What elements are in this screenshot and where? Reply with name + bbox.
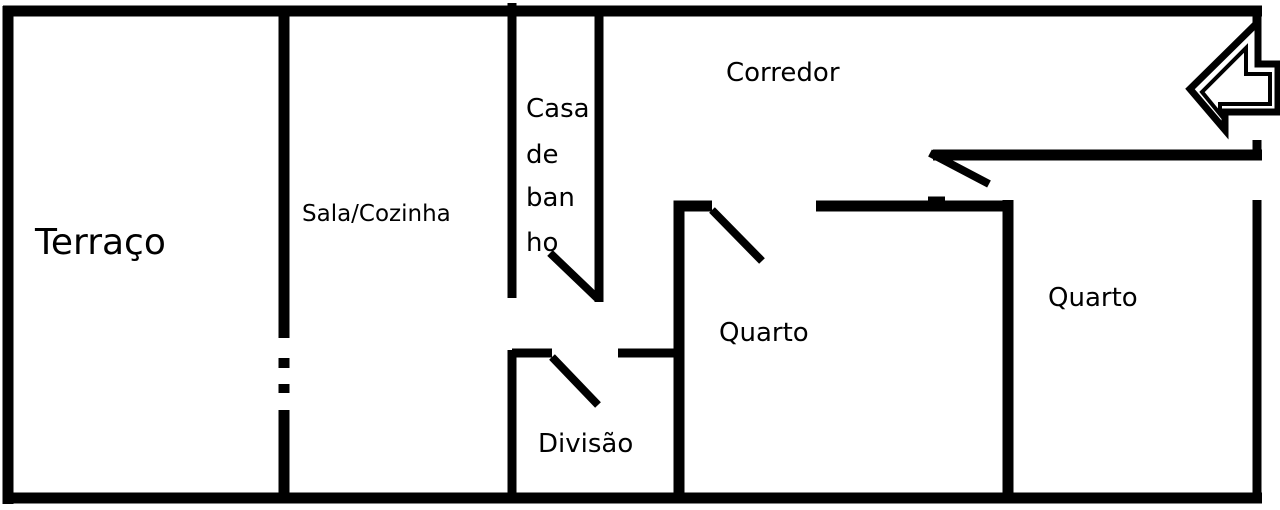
bathroom-walls bbox=[507, 3, 604, 302]
room-label-divisao: Divisão bbox=[538, 429, 633, 459]
divisao-door bbox=[549, 354, 601, 408]
room-label-casa-de-banho-line-3: ban bbox=[526, 183, 575, 213]
arrow-left-icon bbox=[1185, 13, 1280, 140]
quarto-right-walls bbox=[928, 149, 1262, 206]
room-label-casa-de-banho-line-2: de bbox=[526, 140, 559, 170]
quarto-center-wall-top-left bbox=[673, 200, 712, 498]
room-label-sala-cozinha: Sala/Cozinha bbox=[302, 201, 451, 227]
quarto-center-door bbox=[709, 207, 765, 264]
divisao-walls bbox=[507, 348, 679, 498]
room-label-corredor: Corredor bbox=[726, 58, 840, 88]
quarto-center-walls bbox=[673, 200, 1014, 498]
room-label-terraco: Terraço bbox=[34, 222, 166, 263]
entrance-arrow-inner bbox=[1199, 43, 1272, 120]
room-label-quarto-center: Quarto bbox=[719, 318, 809, 348]
quarto-right-door bbox=[928, 149, 991, 188]
room-label-quarto-right: Quarto bbox=[1048, 283, 1138, 313]
outer-walls bbox=[2, 5, 1262, 504]
room-label-casa-de-banho-line-1: Casa bbox=[526, 94, 590, 124]
room-label-casa-de-banho-line-4: ho bbox=[526, 228, 558, 258]
entrance-arrow-outline bbox=[1185, 13, 1280, 140]
bathroom-door bbox=[547, 250, 600, 301]
